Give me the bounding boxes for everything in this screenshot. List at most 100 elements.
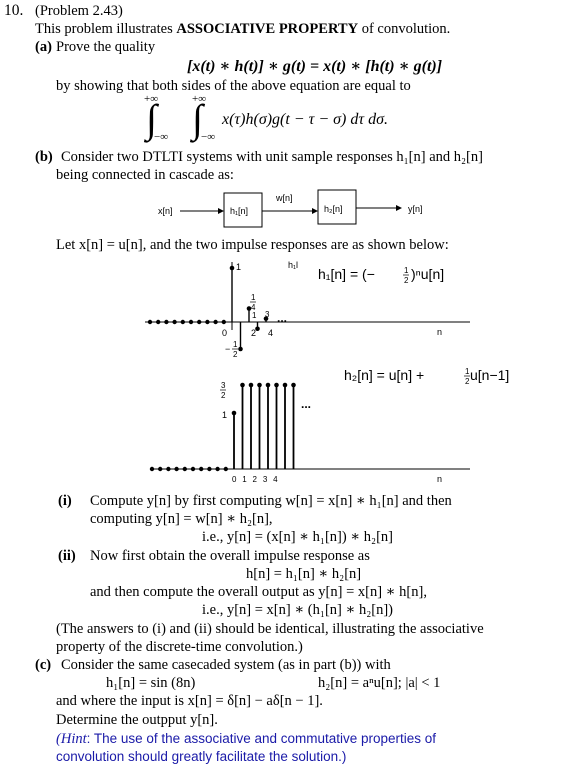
block-input-label: x[n] [158,206,173,216]
intro-pre: This problem illustrates [35,21,177,37]
h2-zero-sample [190,466,196,472]
block-h1 [223,192,263,228]
h1-neg-half-sign: − [225,344,230,354]
h2-zero-sample [174,466,179,472]
h2-dots: ... [301,397,311,411]
h2-zero-sample [207,466,212,472]
integral-sign-1: ∫ [146,96,157,141]
h2-zero-sample [182,466,187,472]
h1-half-num: 1 [233,340,238,349]
part-c-h2: h₂[n] = aⁿu[n]; |a| < 1 [318,675,441,691]
h1-stems [229,265,269,352]
h1-zero-sample [147,319,153,325]
block-mid-label: w[n] [275,193,293,203]
h1-formula-end: )ⁿu[n] [411,266,444,282]
part-b-ii-line4: i.e., y[n] = x[n] ∗ (h₁[n] ∗ h₂[n]) [202,602,393,618]
h1-zero-sample [180,319,185,325]
part-c-h1: h₁[n] = sin (8n) [106,675,196,691]
h2-stem-head [231,410,237,416]
hint-label: Hint [60,731,87,747]
h2-formula: h₂[n] = u[n] + [344,367,424,383]
h2-n-label: n [437,474,442,484]
h2-formula-num: 1 [465,367,470,376]
h1-zero-sample [221,319,226,325]
h1-tick-0: 0 [222,328,227,338]
integral-upper-2: +∞ [192,93,207,105]
h1-zero-sample [164,319,169,325]
h1-formula: h₁[n] = (− [318,266,375,282]
h1-negative-zero-samples [147,319,226,325]
h1-zero-sample [213,319,218,325]
problem-number: 10. [4,2,24,19]
h1-quarter-num: 1 [251,293,256,302]
input-arrow-head [218,208,224,214]
hint-text-1: : The use of the associative and commuta… [86,731,437,746]
part-b-ii-line2: h[n] = h₁[n] ∗ h₂[n] [246,566,362,582]
part-a-text: Prove the quality [56,39,156,55]
h1-formula-den: 2 [404,276,409,285]
h2-label-2-den: 2 [221,391,226,400]
integral-lower-1: −∞ [154,131,169,143]
h2-zero-sample [149,466,155,472]
integral-sign-2: ∫ [192,96,203,141]
h2-zero-sample [223,466,228,472]
h2-formula-den: 2 [465,377,470,386]
h2-stem-head [282,382,288,388]
h1-zero-sample [156,319,161,325]
part-b-note-2: property of the discrete-time convolutio… [56,639,303,655]
h2-label-1: 1 [222,410,227,420]
h1-tick-4: 4 [268,328,273,338]
integral-upper-1: +∞ [144,93,159,105]
h2-stem-head [291,382,296,388]
h1-half-den: 2 [233,350,238,359]
part-b-ii-line3: and then compute the overall output as y… [90,584,427,600]
h2-stems [231,382,296,469]
h1-tick-2: 2 [251,328,256,338]
h1-stem-head [246,306,252,311]
block-h2-label: h₂[n] [324,204,343,214]
part-b-ii-line1: Now first obtain the overall impulse res… [90,548,370,564]
integral-lower-2: −∞ [201,131,216,143]
part-b-line1: Consider two DTLTI systems with unit sam… [61,149,483,165]
h2-zero-sample [215,466,220,472]
part-b-line2: being connected in cascade as: [56,167,234,183]
h1-zero-sample [172,319,177,325]
h2-stem-head [248,382,254,388]
part-a-label: (a) [35,39,52,55]
intro-bold: ASSOCIATIVE PROPERTY [176,21,359,37]
h2-stem-head [265,382,271,388]
let-line: Let x[n] = u[n], and the two impulse res… [56,237,449,253]
h1-stem-head [238,346,243,352]
h1-n-label: n [437,327,442,337]
output-arrow-head [396,205,402,211]
h1-zero-sample [197,319,202,325]
h1-axis-label: h₁l [288,260,298,270]
mid-arrow-head [312,208,318,214]
h1-dots: ... [277,311,287,325]
h1-zero-sample [188,319,194,325]
block-h1-label: h₁[n] [230,206,248,216]
h1-stem-head [255,326,260,332]
h2-zero-sample [158,466,163,472]
hint-line-1: (Hint: The use of the associative and co… [56,731,437,747]
part-b-label: (b) [35,149,53,165]
h2-formula-end: u[n−1] [470,367,509,383]
h1-formula-num: 1 [404,266,409,275]
h2-label-3-num: 3 [221,381,226,390]
part-c-line4: Determine the outpput y[n]. [56,712,218,728]
part-c-line1: Consider the same casecaded system (as i… [61,657,391,673]
part-a-showing: by showing that both sides of the above … [56,78,411,94]
h2-negative-zero-samples [149,466,228,472]
block-output-label: y[n] [408,204,423,214]
part-c-label: (c) [35,657,52,673]
associative-equation: [x(t) ∗ h(t)] ∗ g(t) = x(t) ∗ [h(t) ∗ g(… [187,58,443,75]
h2-stem-head [257,382,262,388]
h1-value-1-label: 1 [236,262,241,272]
h1-quarter-den: 4 [251,303,256,312]
h1-stem-head [229,265,235,271]
integrand: x(τ)h(σ)g(t − τ − σ) dτ dσ. [222,111,388,128]
part-b-i-line2: computing y[n] = w[n] ∗ h₂[n], [90,511,273,527]
